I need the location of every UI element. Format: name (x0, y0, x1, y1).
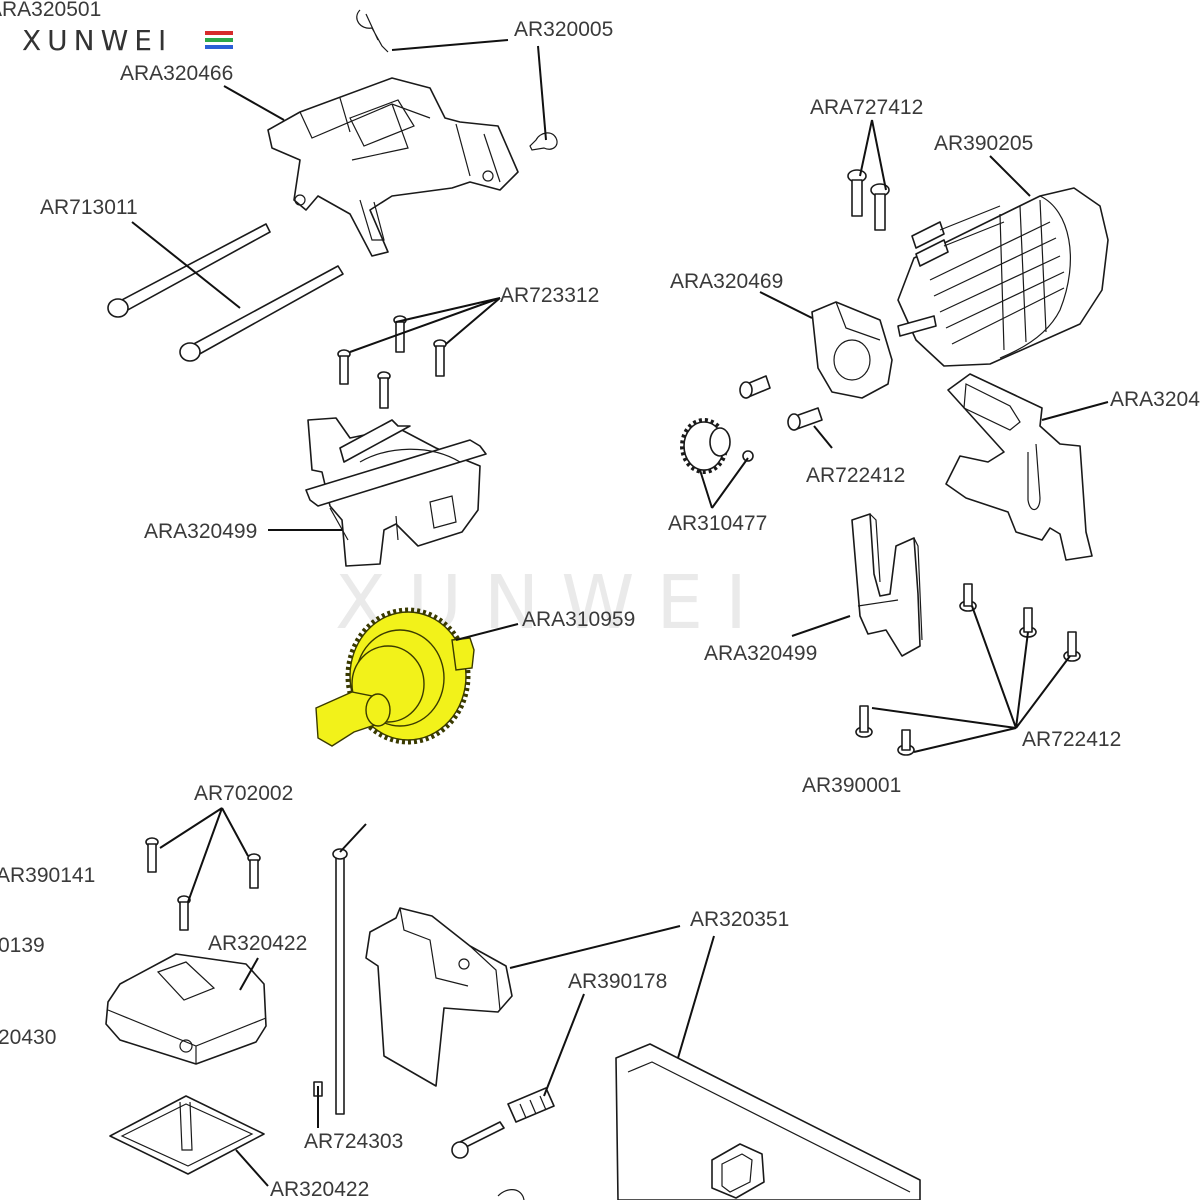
label-ara310959: ARA310959 (522, 608, 635, 631)
label-ar702002: AR702002 (194, 782, 293, 805)
receiver-box-part (365, 907, 513, 1087)
label-ar390178: AR390178 (568, 970, 667, 993)
battery-tray-part (615, 1043, 921, 1200)
pinion-gear-part (680, 418, 754, 474)
antenna-tube-part (313, 848, 348, 1115)
motor-mount-part (811, 301, 893, 399)
pin-shaft-part (107, 223, 344, 362)
label-ara320499-upper: ARA320499 (144, 520, 257, 543)
mount-screws-part (739, 375, 823, 431)
brand-logo: XUNWEI (22, 24, 233, 57)
label-ara320499-right: ARA320499 (704, 642, 817, 665)
label-ara320466: ARA320466 (120, 62, 233, 85)
bracket-part (851, 513, 923, 657)
switch-part (451, 1087, 555, 1200)
label-ar722412-upper: AR722412 (806, 464, 905, 487)
gear-housing-part (305, 417, 487, 567)
label-ar390141: AR390141 (0, 864, 95, 887)
spur-gear-differential-highlighted (315, 607, 475, 747)
label-20430-truncated: 20430 (0, 1026, 56, 1049)
label-ara727412: ARA727412 (810, 96, 923, 119)
label-ar320351: AR320351 (690, 908, 789, 931)
bottom-screws-part (855, 583, 1081, 756)
cover-part (105, 953, 267, 1065)
label-ara320501: ARA320501 (0, 0, 101, 21)
label-0139-truncated: 0139 (0, 934, 45, 957)
label-ar320422-gasket: AR320422 (270, 1178, 369, 1200)
label-ar724303: AR724303 (304, 1130, 403, 1153)
leader-lines (131, 39, 1109, 1187)
label-ar723312: AR723312 (500, 284, 599, 307)
label-ar390205: AR390205 (934, 132, 1033, 155)
small-screws-part (145, 837, 261, 931)
motor-part (897, 187, 1109, 367)
screw-set-part (337, 315, 447, 409)
upper-mount-part (267, 77, 519, 257)
clip-pin-part (356, 9, 558, 151)
logo-text: XUNWEI (22, 24, 172, 57)
label-ar722412-lower: AR722412 (1022, 728, 1121, 751)
label-ar320005: AR320005 (514, 18, 613, 41)
label-ara3204-truncated: ARA3204 (1110, 388, 1200, 411)
label-ar310477: AR310477 (668, 512, 767, 535)
gasket-part (109, 1095, 265, 1175)
label-ar320422-cover: AR320422 (208, 932, 307, 955)
label-ara320469: ARA320469 (670, 270, 783, 293)
label-ar713011: AR713011 (40, 196, 138, 219)
label-ar390001: AR390001 (802, 774, 901, 797)
motor-plate-part (945, 373, 1093, 561)
